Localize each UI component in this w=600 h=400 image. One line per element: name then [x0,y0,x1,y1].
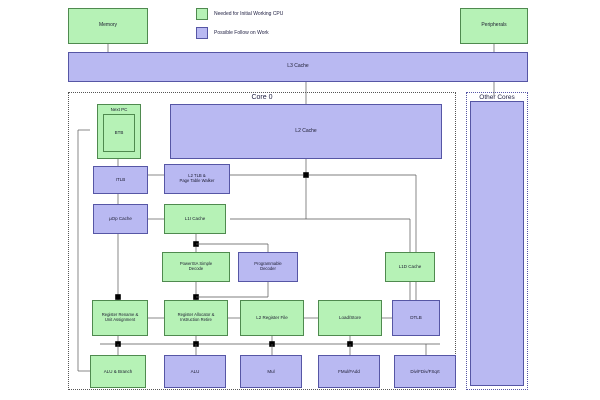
box-l2-register-file[interactable]: L2 Register File [240,300,304,336]
box-l3-cache[interactable]: L3 Cache [68,52,528,82]
legend-item-initial-cpu: Needed for Initial Working CPU [196,8,283,20]
box-l1i-cache[interactable]: L1I Cache [164,204,226,234]
box-uop-cache[interactable]: µOp Cache [93,204,148,234]
legend-swatch-purple [196,27,208,39]
box-l2-cache[interactable]: L2 Cache [170,104,442,159]
box-btb[interactable]: BTB [103,114,135,152]
box-dtlb[interactable]: DTLB [392,300,440,336]
group-core0 [68,92,456,390]
legend-label-followon-work: Possible Follow on Work [214,30,269,36]
box-load-store[interactable]: Load/Store [318,300,382,336]
group-title-other-cores: Other Cores [479,93,515,101]
box-powerisa-simple-decode[interactable]: PowerISA Simple Decode [162,252,230,282]
box-register-rename-unit-assignment[interactable]: Register Rename & Unit Assignment [92,300,148,336]
legend-swatch-green [196,8,208,20]
box-l2-tlb-page-table-walker[interactable]: L2 TLB & Page Table Walker [164,164,230,194]
legend-label-initial-cpu: Needed for Initial Working CPU [214,11,284,17]
box-alu[interactable]: ALU [164,355,226,388]
box-alu-branch[interactable]: ALU & Branch [90,355,146,388]
box-peripherals[interactable]: Peripherals [460,8,528,44]
box-other-cores-panel[interactable] [470,101,524,386]
box-fmul-fadd[interactable]: FMul/FAdd [318,355,380,388]
group-other-cores [466,92,528,390]
box-l1d-cache[interactable]: L1D Cache [385,252,435,282]
box-mul[interactable]: Mul [240,355,302,388]
group-title-core0: Core 0 [251,93,273,101]
box-memory[interactable]: Memory [68,8,148,44]
legend-item-followon-work: Possible Follow on Work [196,27,269,39]
box-programmable-decoder[interactable]: Programmable Decoder [238,252,298,282]
box-div-fdiv-fsqrt[interactable]: Div/FDiv/FSqrt [394,355,456,388]
box-register-allocator-instruction-retire[interactable]: Register Allocator & Instruction Retire [164,300,228,336]
box-itlb[interactable]: ITLB [93,166,148,194]
